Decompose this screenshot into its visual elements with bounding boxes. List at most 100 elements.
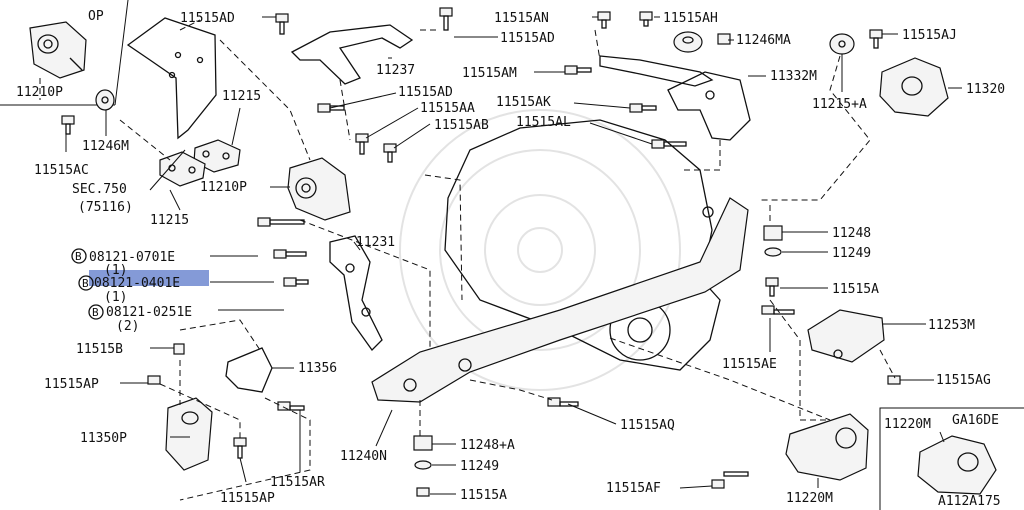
bolt-11515am[interactable] — [564, 65, 592, 75]
bolt-11515ad-b[interactable] — [439, 7, 453, 31]
bracket-11253m[interactable] — [807, 309, 885, 363]
label-11515a-2[interactable]: 11515A — [460, 488, 507, 503]
label-11332m[interactable]: 11332M — [770, 69, 817, 84]
label-11220m-2[interactable]: 11220M — [884, 417, 931, 432]
bolt-11515af[interactable] — [711, 471, 749, 489]
label-11210p-top[interactable]: 11210P — [16, 85, 63, 100]
bolt-11515ak[interactable] — [629, 103, 657, 113]
label-11515al[interactable]: 11515AL — [516, 115, 571, 130]
label-11249-1[interactable]: 11249 — [832, 246, 871, 261]
label-11240n[interactable]: 11240N — [340, 449, 387, 464]
mount-11210p-top[interactable] — [29, 21, 87, 79]
label-11515an[interactable]: 11515AN — [494, 11, 549, 26]
bolt-08121-0251e-part[interactable] — [283, 277, 309, 287]
bolt-11515a-b[interactable] — [416, 487, 430, 497]
washer-11215a[interactable] — [829, 33, 855, 55]
bolt-11515ac[interactable] — [61, 115, 75, 135]
qty-08121-0701e: (1) — [104, 263, 127, 278]
insulator-11248[interactable] — [763, 225, 783, 241]
nut-11246ma[interactable] — [717, 33, 731, 45]
bolt-11515aj[interactable] — [869, 29, 883, 49]
label-11515ae[interactable]: 11515AE — [722, 357, 777, 372]
label-11515ag[interactable]: 11515AG — [936, 373, 991, 388]
label-11215-1[interactable]: 11215 — [222, 89, 261, 104]
label-11237[interactable]: 11237 — [376, 63, 415, 78]
label-11515ap-1[interactable]: 11515AP — [44, 377, 99, 392]
washer-11249-b[interactable] — [414, 460, 432, 470]
label-11515ab[interactable]: 11515AB — [434, 118, 489, 133]
bolt-08121-0401e-part[interactable] — [273, 249, 307, 259]
insulator-cup[interactable] — [673, 31, 703, 53]
bolt-11515an[interactable] — [597, 11, 611, 29]
label-11515ar[interactable]: 11515AR — [270, 475, 325, 490]
assembly-guides — [39, 19, 896, 501]
crossmember-11240n[interactable] — [371, 197, 749, 403]
washer-11246m[interactable] — [95, 89, 115, 111]
label-11320[interactable]: 11320 — [966, 82, 1005, 97]
variant-label: GA16DE — [952, 413, 999, 428]
label-08121-0701e[interactable]: 08121-0701E — [89, 250, 175, 265]
part-labels[interactable]: 11210P 11515AD 11515AD 11237 11515AN 115… — [16, 11, 1005, 506]
label-08121-0251e[interactable]: 08121-0251E — [106, 305, 192, 320]
bolt-11515ap-b[interactable] — [233, 437, 247, 459]
label-11220m-1[interactable]: 11220M — [786, 491, 833, 506]
label-11515a-1[interactable]: 11515A — [832, 282, 879, 297]
nut-11515b[interactable] — [173, 343, 185, 355]
bolt-11515ah[interactable] — [639, 11, 653, 27]
bolt-11515aa[interactable] — [355, 133, 369, 155]
bolt-11515ae[interactable] — [761, 305, 795, 315]
label-11215-2[interactable]: 11215 — [150, 213, 189, 228]
label-11210p-mid[interactable]: 11210P — [200, 180, 247, 195]
label-11515af[interactable]: 11515AF — [606, 481, 661, 496]
label-11248a[interactable]: 11248+A — [460, 438, 515, 453]
plate-11215-b[interactable] — [159, 151, 206, 187]
label-11515aa[interactable]: 11515AA — [420, 101, 475, 116]
label-11248[interactable]: 11248 — [832, 226, 871, 241]
washer-11249-a[interactable] — [764, 247, 782, 257]
bolt-11515ab[interactable] — [383, 143, 397, 163]
label-11253m[interactable]: 11253M — [928, 318, 975, 333]
mount-11320[interactable] — [879, 57, 949, 117]
label-11515aq[interactable]: 11515AQ — [620, 418, 675, 433]
bolt-11515a-a[interactable] — [765, 277, 779, 297]
bolt-11515ar[interactable] — [277, 401, 305, 411]
label-11515ad-1[interactable]: 11515AD — [180, 11, 235, 26]
mount-11350p[interactable] — [165, 397, 213, 471]
bolt-symbol-0251e — [88, 304, 104, 320]
label-11515ak[interactable]: 11515AK — [496, 95, 551, 110]
bolt-11515ap-a[interactable] — [147, 375, 161, 385]
label-11246ma[interactable]: 11246MA — [736, 33, 791, 48]
bracket-11356[interactable] — [225, 347, 273, 393]
label-11515b[interactable]: 11515B — [76, 342, 123, 357]
bolt-08121-0701e-part[interactable] — [257, 217, 305, 227]
label-11515ac[interactable]: 11515AC — [34, 163, 89, 178]
label-11515am[interactable]: 11515AM — [462, 66, 517, 81]
sec-ref[interactable]: SEC.750 — [72, 182, 127, 197]
insulator-11248a[interactable] — [413, 435, 433, 451]
label-08121-0401e[interactable]: 08121-0401E — [94, 276, 180, 291]
label-11515ad-3[interactable]: 11515AD — [398, 85, 453, 100]
label-11215a[interactable]: 11215+A — [812, 97, 867, 112]
label-11246m[interactable]: 11246M — [82, 139, 129, 154]
mount-11220m-ga16de[interactable] — [917, 435, 997, 495]
bolt-symbol-letter-0701e: B — [75, 250, 82, 263]
label-11356[interactable]: 11356 — [298, 361, 337, 376]
mount-11220m[interactable] — [785, 413, 869, 481]
figure-code: A112A175 — [938, 494, 1001, 509]
arm-bracket[interactable] — [599, 55, 714, 87]
label-11350p[interactable]: 11350P — [80, 431, 127, 446]
bolt-11515aq[interactable] — [547, 397, 579, 407]
label-11515ad-2[interactable]: 11515AD — [500, 31, 555, 46]
bolt-11515ag[interactable] — [887, 375, 901, 385]
bracket-plate[interactable] — [126, 17, 217, 140]
bracket-11332m[interactable] — [667, 71, 751, 141]
label-11249-2[interactable]: 11249 — [460, 459, 499, 474]
mount-11210p-mid[interactable] — [287, 157, 351, 221]
bracket-11231[interactable] — [329, 235, 383, 352]
label-11231[interactable]: 11231 — [356, 235, 395, 250]
label-11515ap-2[interactable]: 11515AP — [220, 491, 275, 506]
label-11515aj[interactable]: 11515AJ — [902, 28, 957, 43]
bolt-11515ad-a[interactable] — [275, 13, 289, 35]
label-11515ah[interactable]: 11515AH — [663, 11, 718, 26]
bracket-11237[interactable] — [290, 24, 414, 85]
